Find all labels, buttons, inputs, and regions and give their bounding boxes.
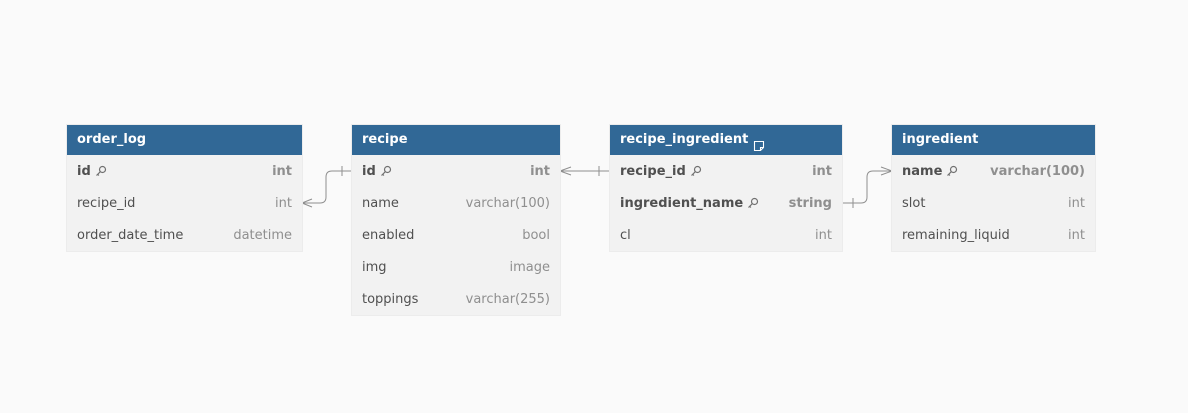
table-row[interactable]: id int: [67, 155, 302, 187]
field-type: varchar(255): [465, 291, 550, 307]
field-name: id: [362, 163, 376, 179]
table-order-log[interactable]: order_log id int recipe_id int order_dat…: [67, 125, 302, 251]
field-name: name: [902, 163, 943, 179]
table-row[interactable]: order_date_time datetime: [67, 219, 302, 251]
table-row[interactable]: enabled bool: [352, 219, 560, 251]
field-type: int: [275, 195, 292, 211]
field-type: int: [272, 163, 292, 179]
table-row[interactable]: recipe_id int: [610, 155, 842, 187]
table-row[interactable]: cl int: [610, 219, 842, 251]
field-name: recipe_id: [620, 163, 686, 179]
table-row[interactable]: id int: [352, 155, 560, 187]
note-icon[interactable]: [753, 134, 765, 152]
field-name: toppings: [362, 291, 419, 307]
key-icon: [95, 165, 107, 177]
crowfoot-many-marker: [880, 166, 893, 176]
field-type: int: [815, 227, 832, 243]
field-name: enabled: [362, 227, 415, 243]
crowfoot-many-marker: [559, 166, 572, 176]
field-type: varchar(100): [465, 195, 550, 211]
key-icon: [690, 165, 702, 177]
table-row[interactable]: img image: [352, 251, 560, 283]
relationship-recipeingredient-ingredient[interactable]: [842, 170, 892, 204]
field-type: int: [812, 163, 832, 179]
field-type: int: [530, 163, 550, 179]
field-type: image: [509, 259, 551, 275]
key-icon: [946, 165, 958, 177]
field-type: string: [788, 195, 832, 211]
table-row[interactable]: toppings varchar(255): [352, 283, 560, 315]
table-row[interactable]: recipe_id int: [67, 187, 302, 219]
table-row[interactable]: slot int: [892, 187, 1095, 219]
table-row[interactable]: ingredient_name string: [610, 187, 842, 219]
table-header[interactable]: ingredient: [892, 125, 1095, 155]
table-recipe[interactable]: recipe id int name varchar(100) enabled …: [352, 125, 560, 315]
table-row[interactable]: name varchar(100): [352, 187, 560, 219]
table-title: order_log: [77, 132, 147, 147]
field-name: cl: [620, 227, 631, 243]
relationship-orderlog-recipe[interactable]: [302, 170, 352, 204]
field-type: bool: [522, 227, 550, 243]
field-name: ingredient_name: [620, 195, 744, 211]
field-name: slot: [902, 195, 926, 211]
table-header[interactable]: order_log: [67, 125, 302, 155]
table-header[interactable]: recipe_ingredient: [610, 125, 842, 155]
field-type: datetime: [233, 227, 292, 243]
field-name: recipe_id: [77, 195, 136, 211]
field-type: int: [1068, 195, 1085, 211]
crowfoot-many-marker: [301, 198, 313, 208]
field-name: name: [362, 195, 399, 211]
table-row[interactable]: remaining_liquid int: [892, 219, 1095, 251]
table-title: recipe_ingredient: [620, 132, 749, 147]
table-title: recipe: [362, 132, 408, 147]
field-name: img: [362, 259, 387, 275]
table-recipe-ingredient[interactable]: recipe_ingredient recipe_id int ingredie…: [610, 125, 842, 251]
key-icon: [380, 165, 392, 177]
table-row[interactable]: name varchar(100): [892, 155, 1095, 187]
field-type: varchar(100): [990, 163, 1085, 179]
table-ingredient[interactable]: ingredient name varchar(100) slot int re…: [892, 125, 1095, 251]
field-name: id: [77, 163, 91, 179]
field-type: int: [1068, 227, 1085, 243]
key-icon: [747, 197, 759, 209]
field-name: order_date_time: [77, 227, 184, 243]
table-title: ingredient: [902, 132, 979, 147]
field-name: remaining_liquid: [902, 227, 1010, 243]
table-header[interactable]: recipe: [352, 125, 560, 155]
